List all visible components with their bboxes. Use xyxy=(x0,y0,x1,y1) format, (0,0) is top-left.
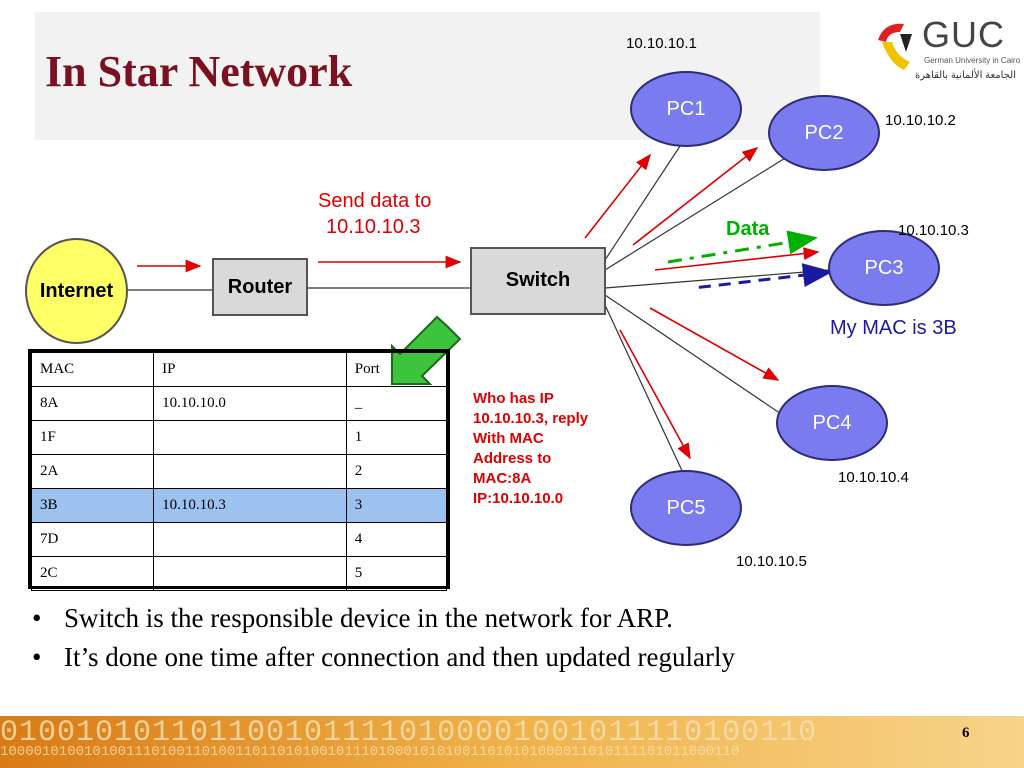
router-node: Router xyxy=(212,258,308,316)
footer-band: 0100101011011001011110100001001011110100… xyxy=(0,716,1024,768)
arrow-to-pc4 xyxy=(649,307,780,381)
data-label: Data xyxy=(726,218,770,240)
pc3-node: PC3 xyxy=(828,230,940,306)
pc1-node: PC1 xyxy=(630,71,742,147)
arrow-to-pc1 xyxy=(584,153,651,239)
table-row-highlighted: 3B 10.10.10.3 3 xyxy=(30,488,448,523)
mac-reply-label: My MAC is 3B xyxy=(830,317,957,339)
bullet-list: Switch is the responsible device in the … xyxy=(30,602,930,680)
slide-title: In Star Network xyxy=(45,47,353,96)
pc1-ip: 10.10.10.1 xyxy=(626,35,697,52)
table-cell: 2 xyxy=(345,454,448,489)
link-switch-pc4 xyxy=(604,294,791,421)
pc4-label: PC4 xyxy=(812,411,852,434)
arrow-to-pc5 xyxy=(619,329,691,460)
table-cell: 1F xyxy=(30,420,155,455)
table-cell xyxy=(153,454,347,489)
logo-arabic: الجامعة الألمانية بالقاهرة xyxy=(915,70,1016,81)
arrow-to-pc2 xyxy=(632,147,759,246)
logo-name: GUC xyxy=(922,14,1005,55)
table-cell: 4 xyxy=(345,522,448,557)
table-row: 7D 4 xyxy=(30,522,448,557)
bullet-item: Switch is the responsible device in the … xyxy=(30,602,930,635)
table-cell: 2A xyxy=(30,454,155,489)
pc2-node: PC2 xyxy=(768,95,880,171)
network-links xyxy=(125,139,831,476)
pc5-label: PC5 xyxy=(666,496,706,519)
who-has-line: 10.10.10.3, reply xyxy=(473,410,589,427)
table-cell: 3 xyxy=(345,488,448,523)
table-cell: 2C xyxy=(30,556,155,591)
router-label: Router xyxy=(227,275,293,298)
footer-bits-small: 1000010100101001110100110100110110101001… xyxy=(0,744,740,760)
table-cell: 8A xyxy=(30,386,155,421)
send-data-line1: Send data to xyxy=(318,190,432,212)
data-arrow xyxy=(667,230,818,264)
table-cell: 10.10.10.3 xyxy=(153,488,347,523)
table-row: 2A 2 xyxy=(30,454,448,489)
switch-node: Switch xyxy=(470,247,606,315)
link-switch-pc2 xyxy=(604,154,791,271)
pc4-ip: 10.10.10.4 xyxy=(838,469,909,486)
pc5-node: PC5 xyxy=(630,470,742,546)
send-data-note: Send data to 10.10.10.3 xyxy=(318,188,431,240)
link-switch-pc5 xyxy=(604,304,685,476)
switch-label: Switch xyxy=(505,269,571,291)
pc5-ip: 10.10.10.5 xyxy=(736,553,807,570)
table-header: MAC xyxy=(30,352,155,387)
send-data-line2: 10.10.10.3 xyxy=(326,216,421,238)
who-has-line: Address to xyxy=(473,450,552,467)
pc4-node: PC4 xyxy=(776,385,888,461)
who-has-line: Who has IP xyxy=(473,390,554,407)
pc3-ip: 10.10.10.3 xyxy=(898,222,969,239)
bullet-item: It’s done one time after connection and … xyxy=(30,641,930,674)
reply-arrow xyxy=(693,263,833,290)
who-has-note: Who has IP 10.10.10.3, reply With MAC Ad… xyxy=(473,389,588,509)
pc2-label: PC2 xyxy=(804,121,844,144)
internet-node: Internet xyxy=(25,238,128,344)
table-cell: 7D xyxy=(30,522,155,557)
table-header: Port xyxy=(345,352,448,387)
table-row: 2C 5 xyxy=(30,556,448,591)
arrow-to-pc3 xyxy=(654,247,820,271)
pc3-label: PC3 xyxy=(864,256,904,279)
table-header-row: MAC IP Port xyxy=(30,352,448,387)
broadcast-arrows xyxy=(137,147,820,460)
who-has-line: With MAC xyxy=(473,430,544,447)
footer-bits: 0100101011011001011110100001001011110100… xyxy=(0,716,818,750)
table-cell: 1 xyxy=(345,420,448,455)
table-row: 1F 1 xyxy=(30,420,448,455)
link-switch-pc3 xyxy=(604,269,831,289)
who-has-line: IP:10.10.10.0 xyxy=(473,490,564,507)
link-switch-pc1 xyxy=(604,139,685,261)
who-has-line: MAC:8A xyxy=(473,470,532,487)
mac-table: MAC IP Port 8A 10.10.10.0 _ 1F 1 2A 2 3B… xyxy=(28,349,450,591)
pc1-label: PC1 xyxy=(666,97,706,120)
table-header: IP xyxy=(153,352,347,387)
table-cell: 5 xyxy=(345,556,448,591)
table-row: 8A 10.10.10.0 _ xyxy=(30,386,448,421)
pc2-ip: 10.10.10.2 xyxy=(885,112,956,129)
internet-label: Internet xyxy=(39,279,114,302)
table-cell xyxy=(153,556,347,591)
table-cell: _ xyxy=(345,386,448,421)
table-cell xyxy=(153,522,347,557)
guc-logo-icon xyxy=(878,23,912,70)
table-cell: 10.10.10.0 xyxy=(153,386,347,421)
logo-subtitle: German University in Cairo xyxy=(924,56,1021,65)
table-cell xyxy=(153,420,347,455)
table-cell: 3B xyxy=(30,488,155,523)
page-number: 6 xyxy=(962,725,970,741)
